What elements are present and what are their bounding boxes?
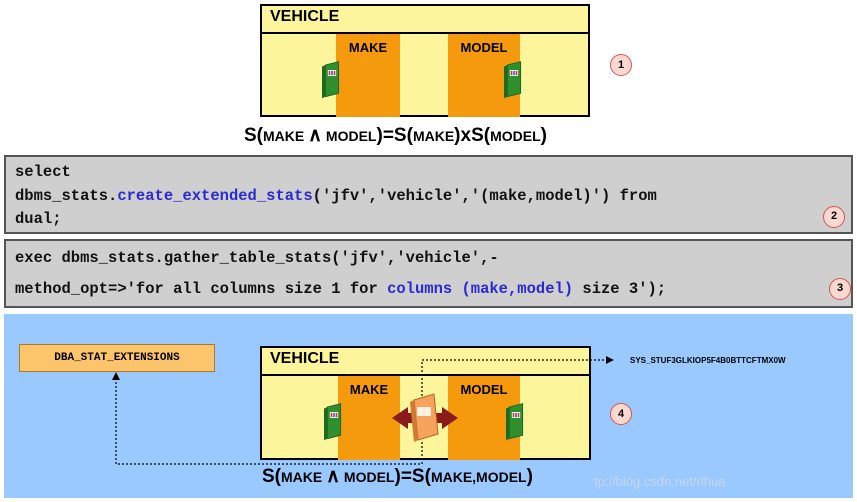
formula-segment: S(	[244, 125, 263, 146]
column-label: MAKE	[349, 382, 389, 397]
formula-segment: MAKE	[412, 128, 455, 144]
table-label: VEHICLE	[270, 8, 340, 25]
formula-segment: MODEL	[322, 128, 377, 144]
code-line: dbms_stats.create_extended_stats('jfv','…	[15, 187, 657, 205]
column-make: MAKE	[338, 376, 400, 460]
header-divider	[262, 374, 589, 376]
formula-segment: ∧	[308, 125, 323, 146]
column-label: MODEL	[460, 382, 508, 397]
vehicle-table-top: VEHICLE MAKE MODEL	[260, 4, 590, 117]
extension-book-icon	[410, 393, 439, 442]
code-line: select	[15, 163, 71, 181]
formula-segment: MAKE	[263, 128, 309, 144]
code-line: exec dbms_stats.gather_table_stats('jfv'…	[15, 249, 499, 267]
code-highlight: create_extended_stats	[117, 187, 313, 205]
code-text: dbms_stats.	[15, 187, 118, 205]
column-make: MAKE	[336, 34, 400, 117]
code-text: dual;	[15, 210, 62, 228]
dba-stat-extensions-box: DBA_STAT_EXTENSIONS	[19, 344, 215, 372]
table-label: VEHICLE	[270, 350, 340, 367]
formula-segment: )=S(	[394, 466, 431, 487]
formula-segment: MAKE,MODEL	[430, 469, 527, 485]
code-text: ('jfv','vehicle','(make,model)') from	[312, 187, 657, 205]
code-text: size 3');	[573, 280, 667, 298]
formula-segment: )=S(	[376, 125, 413, 146]
arrowhead-up	[112, 372, 120, 380]
vehicle-table-bottom: VEHICLE MAKE MODEL	[260, 346, 591, 460]
formula-segment: S(	[262, 466, 281, 487]
step-badge-4: 4	[610, 403, 632, 425]
formula-segment: )	[526, 466, 533, 487]
double-arrow-icon	[392, 407, 458, 429]
step-badge-1: 1	[610, 54, 632, 76]
column-label: MAKE	[348, 40, 388, 55]
column-label: MODEL	[460, 40, 508, 55]
code-text: exec dbms_stats.gather_table_stats('jfv'…	[15, 249, 499, 267]
header-divider	[262, 32, 588, 34]
dotted-connector-to-name	[421, 359, 608, 400]
extension-column-name: SYS_STUF3GLKIOP5F4B0BTTCFTMX0W	[630, 356, 786, 365]
code-highlight: columns (make,model)	[387, 280, 574, 298]
formula-correlated: S(MAKE ∧ MODEL)=S(MAKE,MODEL)	[262, 465, 533, 488]
code-line: method_opt=>'for all columns size 1 for …	[15, 280, 666, 298]
formula-segment: MODEL	[490, 128, 541, 144]
code-line: dual;	[15, 210, 62, 228]
connector-lines	[112, 356, 614, 465]
step-badge-3: 3	[829, 278, 851, 300]
code-block-gather-table-stats: exec dbms_stats.gather_table_stats('jfv'…	[4, 239, 853, 308]
formula-segment: MODEL	[340, 469, 395, 485]
watermark-text: tp://blog.csdn.net/rlhua	[594, 474, 726, 489]
formula-segment: MAKE	[281, 469, 327, 485]
book-icon	[504, 58, 524, 102]
formula-segment: )	[540, 125, 547, 146]
code-text: select	[15, 163, 71, 181]
extension-panel: DBA_STAT_EXTENSIONS VEHICLE MAKE MODEL S…	[4, 314, 853, 498]
formula-independent: S(MAKE ∧ MODEL)=S(MAKE)xS(MODEL)	[244, 124, 547, 147]
formula-segment: )xS(	[454, 125, 491, 146]
dotted-connector-to-dba	[115, 378, 423, 465]
book-icon	[322, 58, 342, 102]
code-text: method_opt=>'for all columns size 1 for	[15, 280, 388, 298]
step-badge-2: 2	[823, 206, 845, 228]
arrowhead-right	[606, 356, 614, 364]
code-block-create-extended-stats: select dbms_stats.create_extended_stats(…	[4, 155, 853, 234]
formula-segment: ∧	[326, 466, 341, 487]
